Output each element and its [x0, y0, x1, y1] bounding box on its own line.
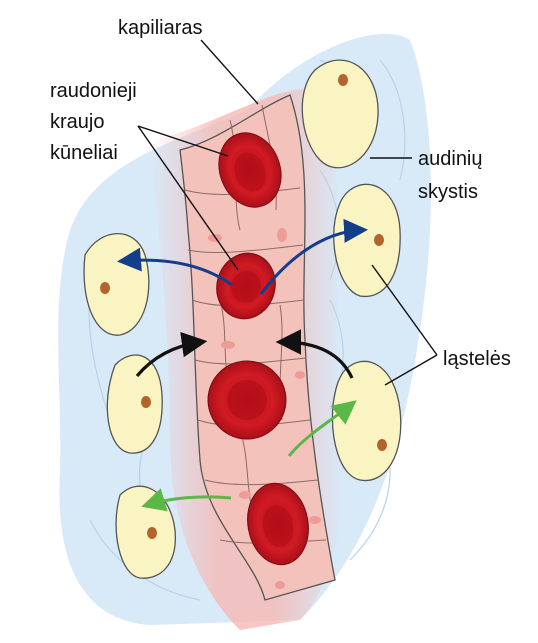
label-rbc-line-1: raudonieji	[50, 80, 137, 102]
arrow-black-left	[135, 331, 208, 378]
arrow-green-right	[287, 400, 357, 457]
arrow-blue-left	[117, 247, 233, 287]
tissue-cell-right-lower	[331, 360, 402, 482]
leader-capillary	[200, 39, 259, 105]
leader-cells-1	[371, 264, 438, 356]
leader-rbc-2	[137, 125, 239, 271]
label-fluid-line-1: audinių	[418, 148, 483, 170]
red-blood-cell-3	[207, 360, 287, 440]
label-fluid-line-2: skystis	[418, 181, 478, 203]
label-cells: ląstelės	[443, 348, 511, 370]
label-rbc-line-3: kūneliai	[50, 142, 118, 164]
label-capillary: kapiliaras	[118, 17, 203, 39]
label-rbc-line-2: kraujo	[50, 111, 105, 133]
tissue-cell-left-middle	[106, 354, 163, 454]
arrow-black-right	[275, 329, 354, 379]
leader-cells-2	[384, 354, 438, 386]
leader-lines	[137, 39, 438, 386]
red-blood-cell-4	[247, 482, 309, 566]
red-blood-cell-1	[218, 132, 282, 208]
tissue-cell-right-middle	[333, 183, 401, 298]
arrow-green-left	[141, 488, 232, 512]
red-blood-cell-2	[216, 252, 276, 320]
capillary-wall	[179, 94, 336, 601]
tissue-cell-top-right	[301, 59, 379, 169]
leader-rbc-1	[137, 125, 229, 157]
arrow-blue-right	[259, 218, 368, 295]
